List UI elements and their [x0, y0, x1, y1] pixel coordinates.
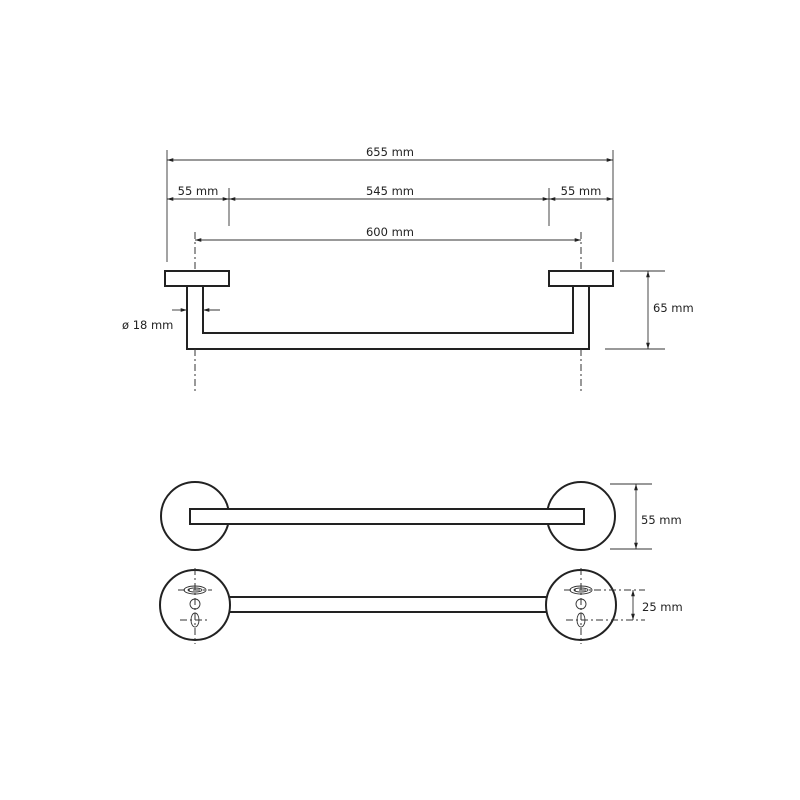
dim-projection: 65 mm	[653, 301, 694, 315]
side-view: 655 mm 55 mm 545 mm 55 mm 600 mm 65 mm ø…	[122, 145, 694, 392]
dim-overall-width: 655 mm	[366, 145, 414, 159]
back-view: 25 mm	[159, 568, 683, 644]
screw-holes-left	[178, 568, 212, 644]
dim-flange-right: 55 mm	[561, 184, 602, 198]
dim-center-distance: 600 mm	[366, 225, 414, 239]
screw-holes-right	[564, 568, 645, 644]
bar	[189, 508, 585, 525]
right-flange	[548, 270, 614, 287]
dim-inner-span: 545 mm	[366, 184, 414, 198]
dim-tube-diameter: ø 18 mm	[122, 318, 173, 332]
dim-flange-left: 55 mm	[178, 184, 219, 198]
top-view: 55 mm	[160, 481, 682, 551]
dim-hole-spacing: 25 mm	[642, 600, 683, 614]
left-flange	[164, 270, 230, 287]
bar-profile	[186, 286, 590, 350]
dim-flange-diameter: 55 mm	[641, 513, 682, 527]
